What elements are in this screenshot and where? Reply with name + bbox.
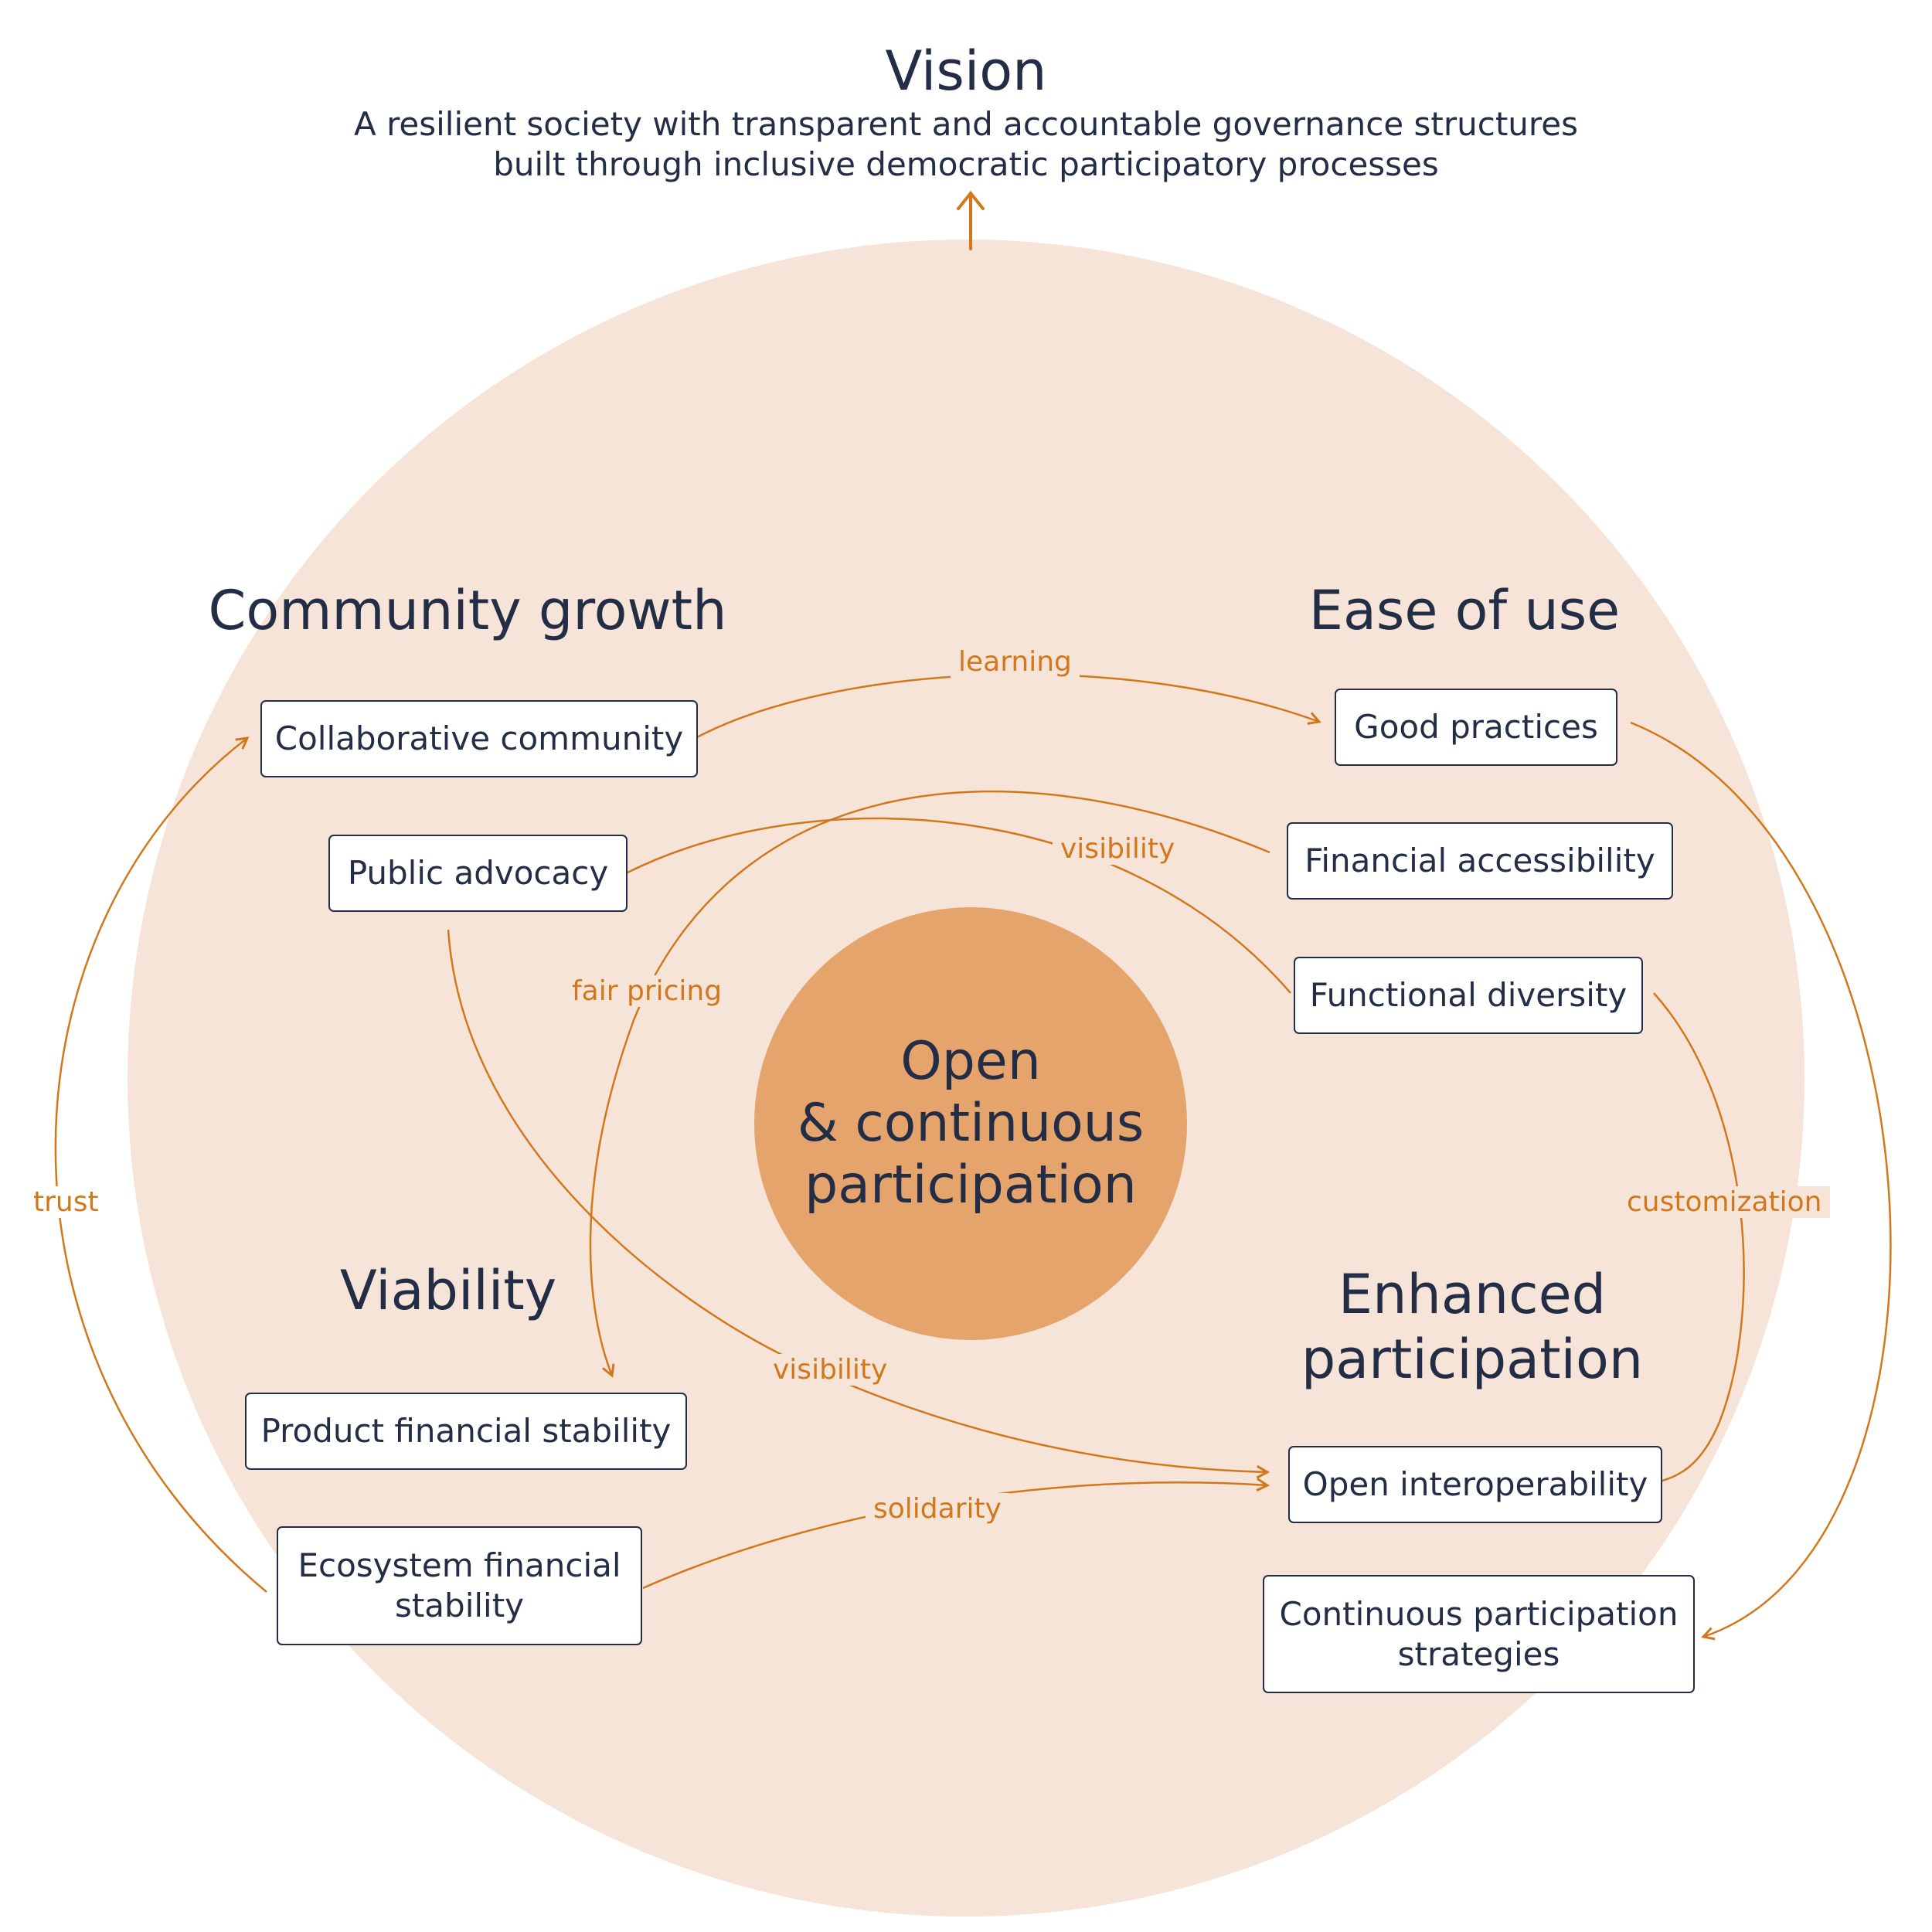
box-product-financial-stability: Product financial stability [245,1393,687,1470]
center-label-line-3: participation [804,1155,1137,1216]
box-label: Good practices [1354,708,1598,746]
box-label: Product financial stability [260,1412,672,1450]
edge-label-fair-pricing: fair pricing [564,975,730,1007]
box-public-advocacy: Public advocacy [328,835,628,912]
box-label: Financial accessibility [1304,842,1655,879]
link-fair-pricing [589,791,1270,1376]
box-functional-diversity: Functional diversity [1294,957,1643,1034]
cluster-title-ease-of-use: Ease of use [1308,579,1621,642]
box-ecosystem-financial-stability: Ecosystem financial stability [277,1526,642,1645]
edge-label-trust: trust [26,1186,107,1218]
center-circle [754,907,1187,1340]
box-continuous-participation-strategies: Continuous participation strategies [1263,1575,1695,1693]
box-label: Continuous participation strategies [1279,1594,1679,1673]
cluster-title-viability: Viability [339,1259,557,1322]
center-label-line-2: & continuous [797,1093,1145,1154]
edge-label-learning: learning [951,646,1080,678]
vision-title: Vision [885,39,1047,103]
box-label: Open interoperability [1302,1465,1648,1503]
vision-statement-line-2: built through inclusive democratic parti… [493,145,1439,183]
vision-statement-line-1: A resilient society with transparent and… [353,105,1578,143]
box-open-interoperability: Open interoperability [1288,1446,1662,1523]
edge-label-solidarity: solidarity [866,1493,1009,1525]
link-trust [54,738,267,1593]
edge-label-visibility-top: visibility [1053,833,1183,865]
link-visibility-top [625,817,1291,994]
link-good-practices-strategies [1630,721,1892,1637]
box-label: Functional diversity [1309,976,1628,1014]
box-good-practices: Good practices [1335,689,1617,766]
vision-arrow [957,190,985,250]
edge-label-customization: customization [1619,1186,1830,1218]
box-label: Public advocacy [347,854,609,892]
cluster-title-enhanced-participation-line-2: participation [1301,1328,1644,1391]
box-label: Collaborative community [274,719,684,757]
box-financial-accessibility: Financial accessibility [1287,822,1673,900]
box-label: Ecosystem financial stability [298,1546,621,1624]
cluster-title-enhanced-participation-line-1: Enhanced [1338,1263,1607,1326]
link-customization [1653,992,1745,1483]
cluster-title-community-growth: Community growth [208,579,727,642]
center-label-line-1: Open [900,1031,1041,1092]
box-collaborative-community: Collaborative community [260,700,698,777]
edge-label-visibility-bottom: visibility [765,1354,896,1386]
